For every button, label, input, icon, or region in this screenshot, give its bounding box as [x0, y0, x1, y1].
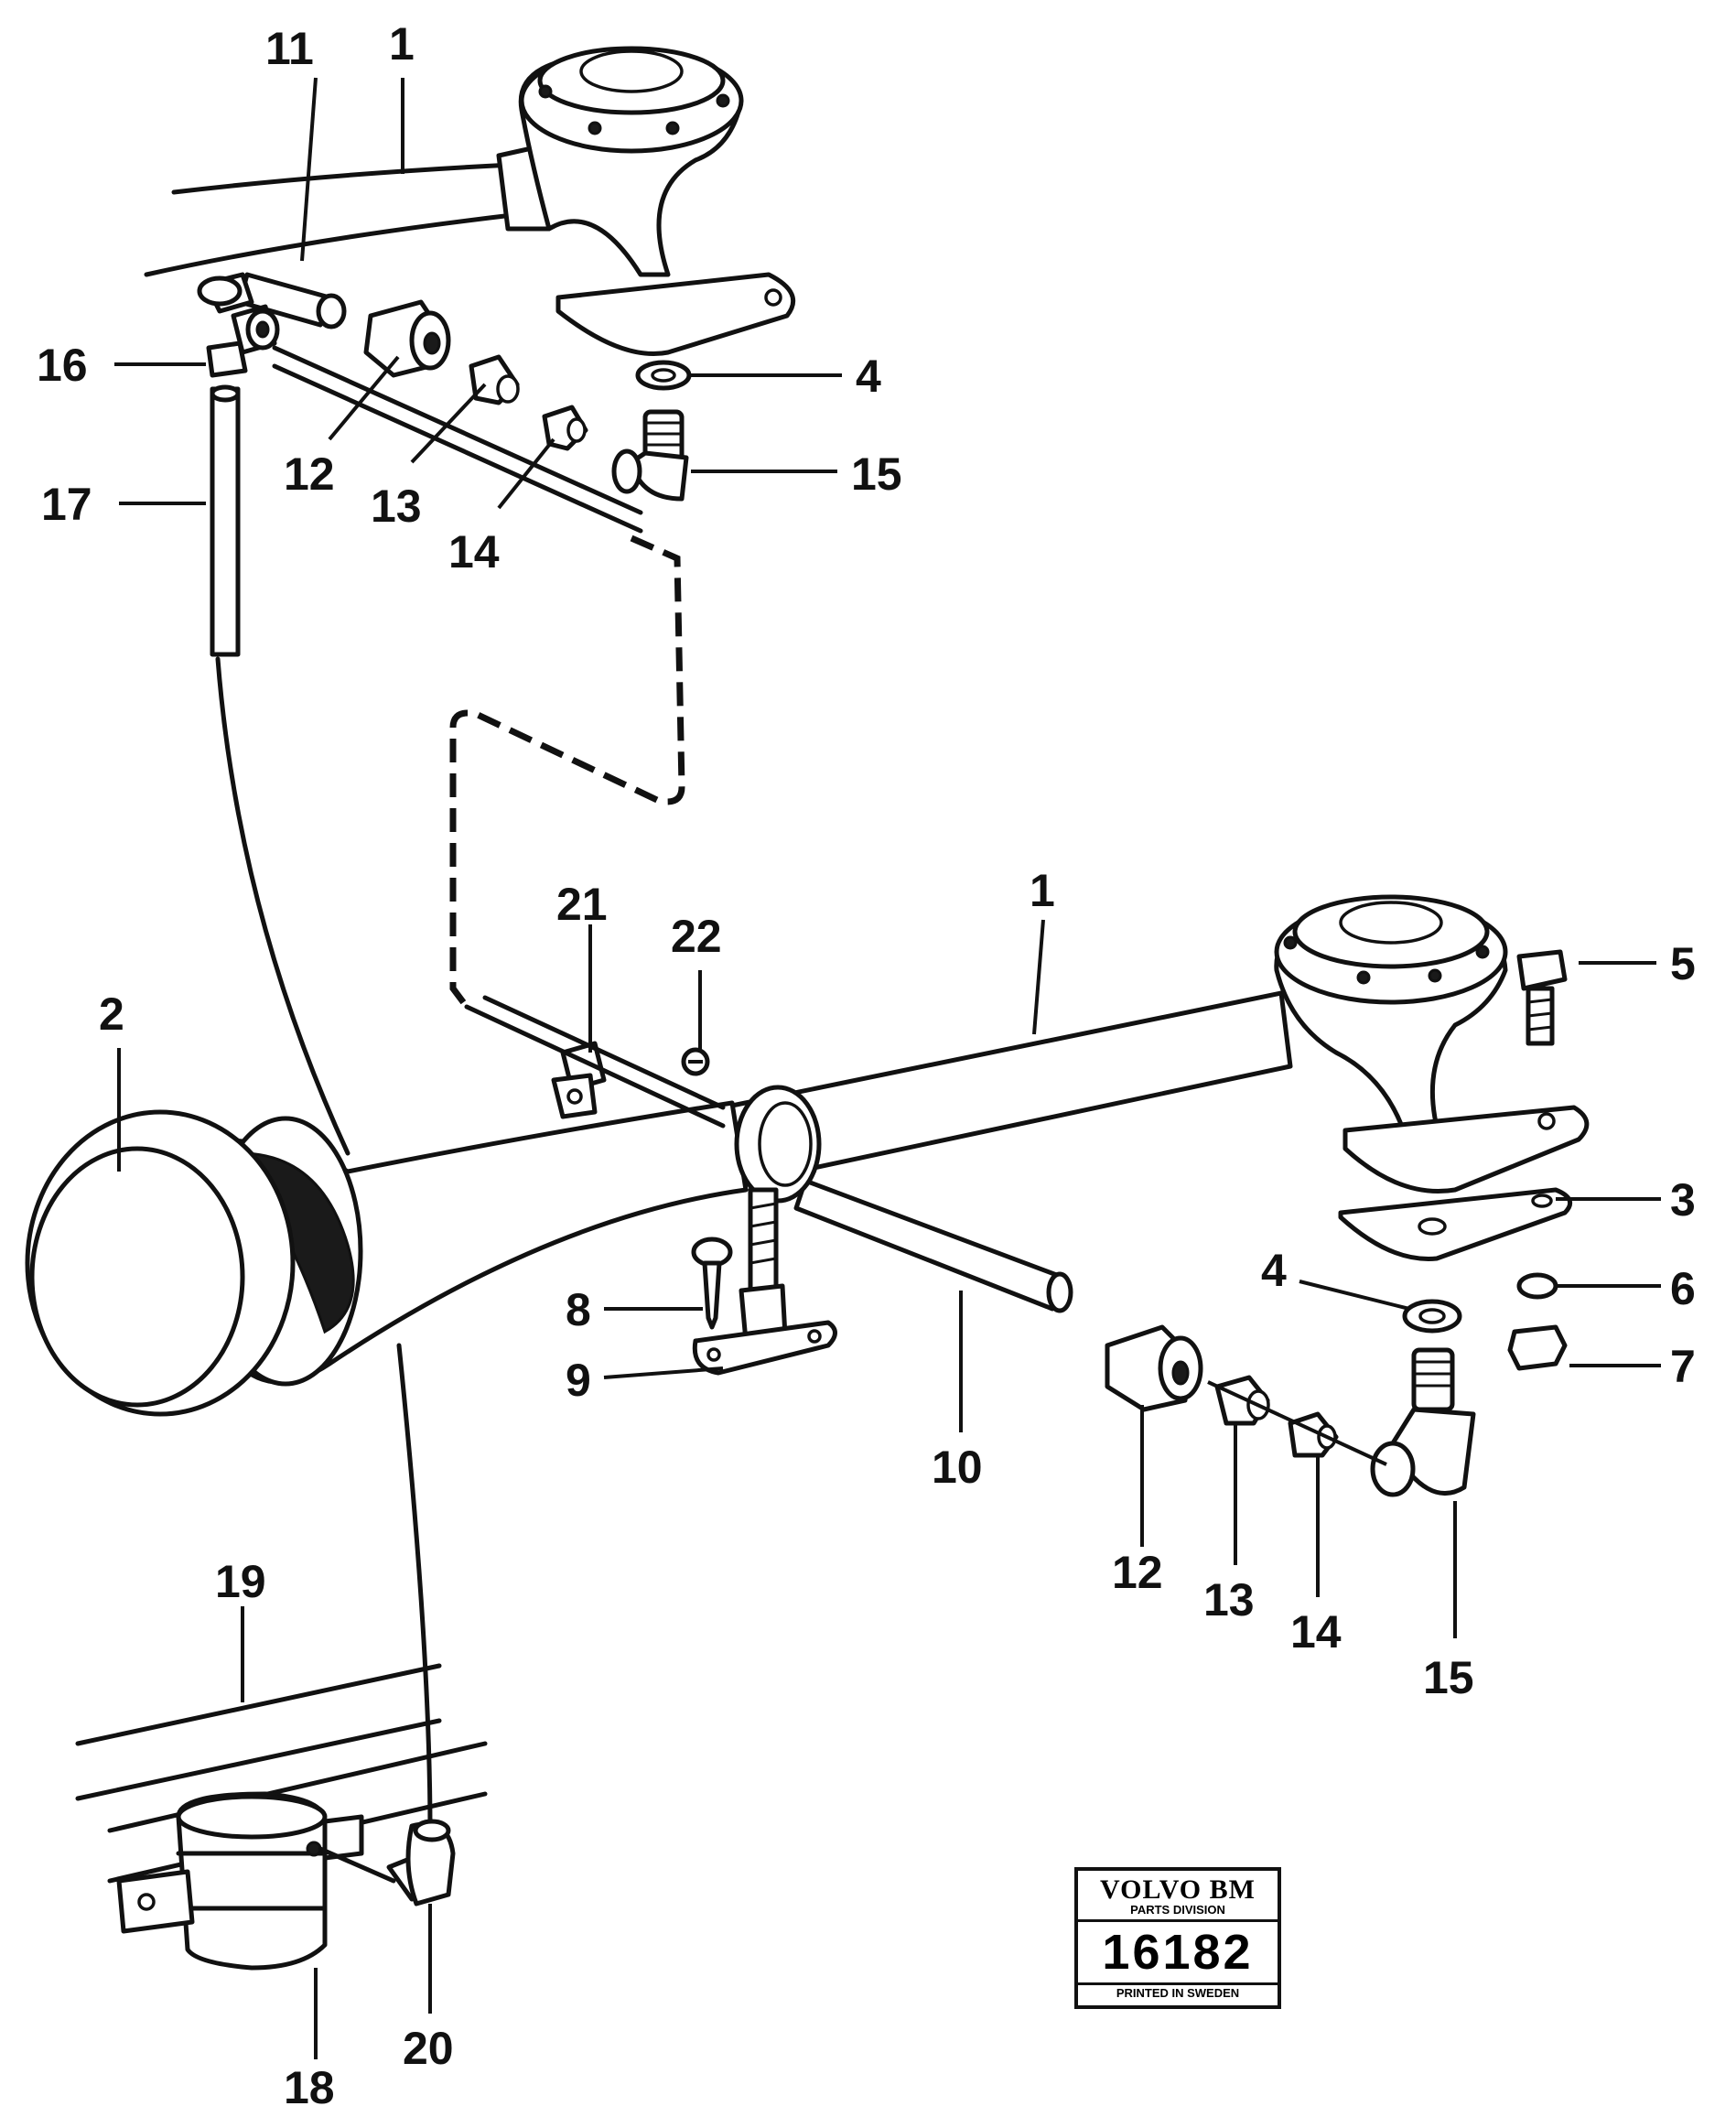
callout-label: 11 — [265, 23, 314, 74]
dashed-tube-route — [449, 535, 685, 1010]
callout-label: 22 — [671, 911, 722, 962]
callout-label: 8 — [566, 1284, 591, 1335]
callout-label: 16 — [37, 340, 88, 391]
callout-label: 14 — [1290, 1606, 1342, 1658]
callout-label: 1 — [1030, 865, 1055, 916]
callout-label: 4 — [1261, 1245, 1287, 1296]
callout-label: 15 — [851, 448, 902, 500]
callout-label: 20 — [403, 2023, 454, 2074]
callout-label: 21 — [556, 879, 608, 930]
callout-label: 14 — [448, 526, 500, 578]
callout-label: 4 — [856, 351, 881, 402]
air-tank-assembly — [75, 1663, 488, 1971]
callout-label: 12 — [284, 448, 335, 500]
callout-label: 6 — [1670, 1263, 1696, 1314]
callout-label: 10 — [932, 1442, 983, 1493]
upper-horn-assembly — [144, 46, 796, 1833]
callout-label: 12 — [1112, 1547, 1163, 1598]
stamp-brand: VOLVO BM — [1100, 1874, 1256, 1905]
volvo-bm-parts-stamp: VOLVO BM PARTS DIVISION 16182 PRINTED IN… — [1074, 1867, 1281, 2009]
callout-label: 15 — [1423, 1652, 1474, 1703]
callout-label: 18 — [284, 2062, 335, 2113]
callout-label: 9 — [566, 1355, 591, 1406]
callout-label: 3 — [1670, 1174, 1696, 1226]
callout-label: 5 — [1670, 938, 1696, 989]
lower-horn-assembly — [25, 894, 1590, 1497]
stamp-printed: PRINTED IN SWEDEN — [1078, 1982, 1278, 2002]
callout-label: 13 — [371, 481, 422, 532]
callout-labels: 11 1 16 4 12 15 17 13 14 21 22 1 5 2 3 4… — [37, 18, 1696, 2113]
callout-label: 2 — [99, 988, 124, 1040]
stamp-drawing-number: 16182 — [1102, 1925, 1254, 1980]
stamp-division: PARTS DIVISION — [1078, 1904, 1278, 1922]
leader-lines — [114, 77, 1661, 2059]
callout-label: 19 — [215, 1556, 266, 1607]
callout-label: 17 — [41, 479, 92, 530]
callout-label: 7 — [1670, 1341, 1696, 1392]
callout-label: 13 — [1203, 1574, 1255, 1626]
callout-label: 1 — [389, 18, 415, 70]
